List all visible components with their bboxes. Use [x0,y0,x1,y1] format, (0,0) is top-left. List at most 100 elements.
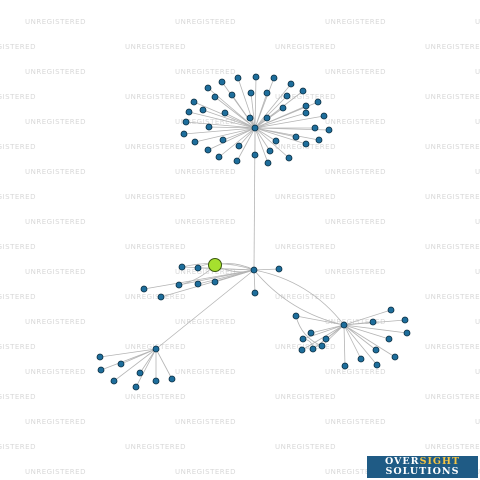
edge-top-cluster [254,112,307,129]
edge-top-cluster [208,126,256,129]
logo-line-1: OVERSIGHT [367,457,478,467]
watermark-text: UNREGISTERED [425,393,480,401]
watermark-text: UNREGISTERED [425,343,480,351]
watermark-text: UNREGISTERED [425,93,480,101]
network-node [357,355,365,363]
watermark-text: UNREGISTERED [325,218,386,226]
watermark-text: UNREGISTERED [325,318,386,326]
network-node [251,151,259,159]
network-node [180,130,188,138]
edge-top-cluster [222,127,256,141]
network-node [218,78,226,86]
network-node [205,123,213,131]
watermark-text: UNREGISTERED [175,68,236,76]
network-node [152,377,160,385]
network-node [302,102,310,110]
watermark-text: UNREGISTERED [25,168,86,176]
network-node [221,109,229,117]
watermark-text: UNREGISTERED [425,143,480,151]
network-node [401,316,409,324]
watermark-text: UNREGISTERED [175,268,236,276]
network-node [191,138,199,146]
watermark-text: UNREGISTERED [325,68,386,76]
edge-left-cluster [135,348,157,388]
watermark-text: UNREGISTERED [275,93,336,101]
network-node [287,80,295,88]
network-node [315,136,323,144]
network-node [211,93,219,101]
network-node [185,108,193,116]
edge-right-cluster [343,309,392,326]
network-node [322,335,330,343]
watermark-text: UNREGISTERED [275,443,336,451]
watermark-text: UNREGISTERED [475,68,480,76]
network-node [136,369,144,377]
watermark-text: UNREGISTERED [125,193,186,201]
logo-word-sight: SIGHT [419,456,461,467]
watermark-text: UNREGISTERED [125,243,186,251]
watermark-text: UNREGISTERED [25,68,86,76]
edge-top-cluster [183,127,256,135]
network-node [211,278,219,286]
network-node [299,335,307,343]
watermark-text: UNREGISTERED [25,318,86,326]
watermark-text: UNREGISTERED [325,418,386,426]
network-node [292,312,300,320]
watermark-text: UNREGISTERED [25,18,86,26]
network-node [320,112,328,120]
network-node [279,104,287,112]
network-node [117,360,125,368]
network-node [204,84,212,92]
network-node [311,124,319,132]
node-layer [96,73,411,391]
edge-top-cluster [254,127,271,152]
watermark-text: UNREGISTERED [125,443,186,451]
watermark-text: UNREGISTERED [0,93,36,101]
watermark-text: UNREGISTERED [475,168,480,176]
watermark-text: UNREGISTERED [25,468,86,476]
edge-top-cluster [250,92,256,129]
network-node [270,74,278,82]
network-node [96,353,104,361]
network-node [140,285,148,293]
edge-right-cluster [343,324,377,351]
watermark-text: UNREGISTERED [0,393,36,401]
hub-node [250,266,258,274]
edge-middle-cluster [253,269,256,294]
logo-word-over: OVER [384,456,420,467]
watermark-text: UNREGISTERED [275,343,336,351]
edge-right-cluster [343,324,362,360]
watermark-text: UNREGISTERED [0,293,36,301]
network-node [178,263,186,271]
network-node [263,114,271,122]
watermark-text: UNREGISTERED [425,293,480,301]
edge-top-cluster [254,83,292,129]
network-node [204,146,212,154]
network-node [325,126,333,134]
watermark-text: UNREGISTERED [425,443,480,451]
edge-top-cluster [254,127,290,159]
edge-right-cluster [343,324,346,367]
edge-top-cluster [254,92,268,129]
edge-right-cluster [295,315,323,347]
network-node [246,114,254,122]
watermark-text: UNREGISTERED [475,118,480,126]
network-node [309,345,317,353]
network-node [285,154,293,162]
network-node [283,92,291,100]
network-node [266,147,274,155]
network-node [132,383,140,391]
watermark-text: UNREGISTERED [175,468,236,476]
edge-hub-link [253,269,345,326]
edge-middle-cluster [197,267,255,271]
network-node [318,342,326,350]
hub-node [251,124,259,132]
watermark-text: UNREGISTERED [425,193,480,201]
watermark-text: UNREGISTERED [25,418,86,426]
logo-word-solutions: SOLUTIONS [385,466,460,477]
network-node [168,375,176,383]
edge-top-cluster [254,95,288,129]
highlighted-node [208,258,222,272]
